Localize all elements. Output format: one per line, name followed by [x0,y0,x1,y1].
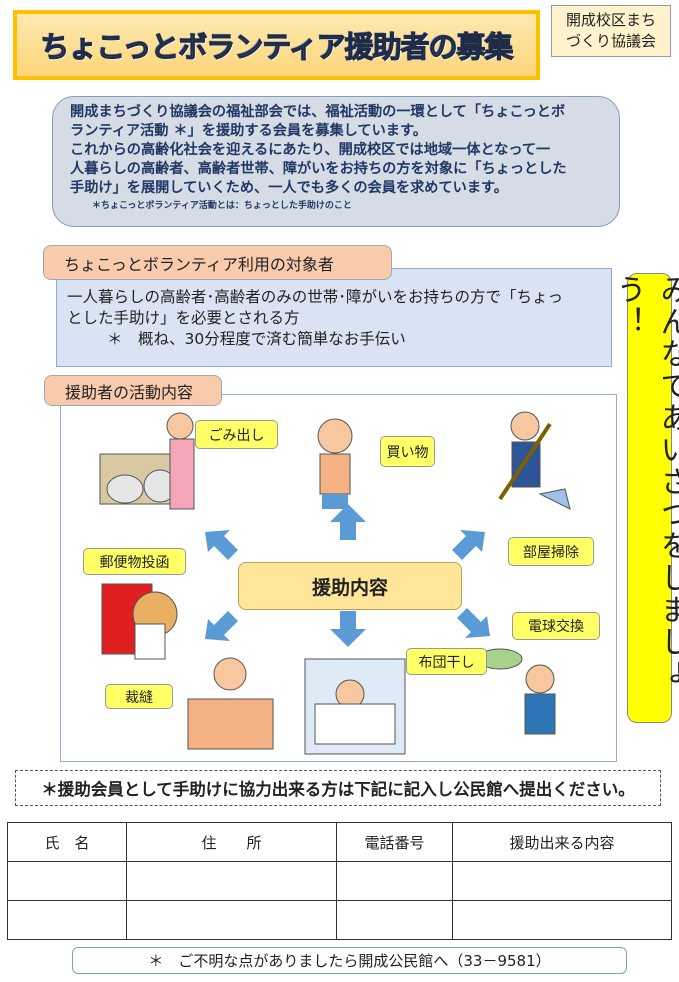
intro-line: ランティア活動 ＊」を援助する会員を募集しています。 [70,123,427,139]
arrow-downleft [205,611,238,641]
target-line: とした手助け」を必要とされる方 [67,309,300,327]
slogan-banner: みんなであいさつをしましょう！ [611,273,679,723]
organization-box: 開成校区まちづくり協議会 [551,5,671,57]
content-cell[interactable] [452,861,672,901]
activity-label: ごみ出し [195,420,278,449]
activity-label: 部屋掃除 [508,537,594,566]
intro-line: 手助け」を展開していくため、一人でも多くの会員を求めています。 [70,180,508,196]
cleaning-illustration [498,411,571,510]
form-row [7,900,672,940]
phone-cell[interactable] [336,861,453,901]
target-heading: ちょこっとボランティア利用の対象者 [43,245,392,280]
target-line: 一人暮らしの高齢者･高齢者のみの世帯･障がいをお持ちの方で「ちょっ [67,288,564,306]
center-label: 援助内容 [238,562,462,610]
activity-label: 布団干し [406,648,487,675]
futon-illustration [304,658,406,755]
activities-illustrations [99,411,571,755]
arrow-down [330,611,366,647]
target-note: ＊ 概ね、30分程度で済む簡単なお手伝い [107,330,406,348]
header-phone: 電話番号 [336,822,453,862]
activity-label: 裁縫 [105,684,173,709]
header-address: 住 所 [126,822,337,862]
content-cell[interactable] [452,900,672,940]
arrow-upright [452,530,485,560]
page-title: ちょこっとボランティア援助者の募集 [40,30,514,65]
intro-line: これからの高齢化社会を迎えるにあたり、開成校区では地域一体となって一 [70,142,551,158]
phone-cell[interactable] [336,900,453,940]
address-cell[interactable] [126,900,337,940]
name-cell[interactable] [7,900,127,940]
arrow-upleft [205,530,238,560]
sewing-illustration [187,657,274,750]
target-box: 一人暮らしの高齢者･高齢者のみの世帯･障がいをお持ちの方で「ちょっ とした手助け… [56,268,612,367]
name-cell[interactable] [7,861,127,901]
title-banner: ちょこっとボランティア援助者の募集 [13,10,540,80]
form-header-row: 氏 名 住 所 電話番号 援助出来る内容 [7,822,672,862]
lightbulb-illustration [477,648,556,735]
activity-label: 郵便物投函 [83,548,186,575]
intro-box: 開成まちづくり協議会の福祉部会では、福祉活動の一環として「ちょこっとボ ランティ… [52,96,620,227]
org-line: づくり協議会 [565,32,656,50]
address-cell[interactable] [126,861,337,901]
mailbox-illustration [101,583,178,660]
arrow-downright [457,608,490,638]
application-form: 氏 名 住 所 電話番号 援助出来る内容 [7,822,672,940]
arrow-up [330,504,366,540]
activities-heading: 援助者の活動内容 [44,375,222,406]
submission-notice: ＊援助会員として手助けに協力出来る方は下記に記入し公民館へ提出ください。 [15,770,661,806]
shopping-illustration [317,418,353,509]
org-line: 開成校区まち [565,11,656,29]
intro-note: ＊ちょこっとボランティア活動とは：ちょっとした手助けのこと [92,201,352,211]
intro-line: 人暮らしの高齢者、高齢者世帯、障がいをお持ちの方を対象に「ちょっとした [70,161,567,177]
arrows [205,504,490,647]
activity-label: 買い物 [380,436,435,467]
garbage-illustration [99,412,195,510]
activity-label: 電球交換 [512,612,600,640]
header-content: 援助出来る内容 [452,822,672,862]
header-name: 氏 名 [7,822,127,862]
form-row [7,861,672,901]
contact-footer: ＊ ご不明な点がありましたら開成公民館へ（33－9581） [72,947,627,974]
intro-line: 開成まちづくり協議会の福祉部会では、福祉活動の一環として「ちょこっとボ [70,104,566,120]
